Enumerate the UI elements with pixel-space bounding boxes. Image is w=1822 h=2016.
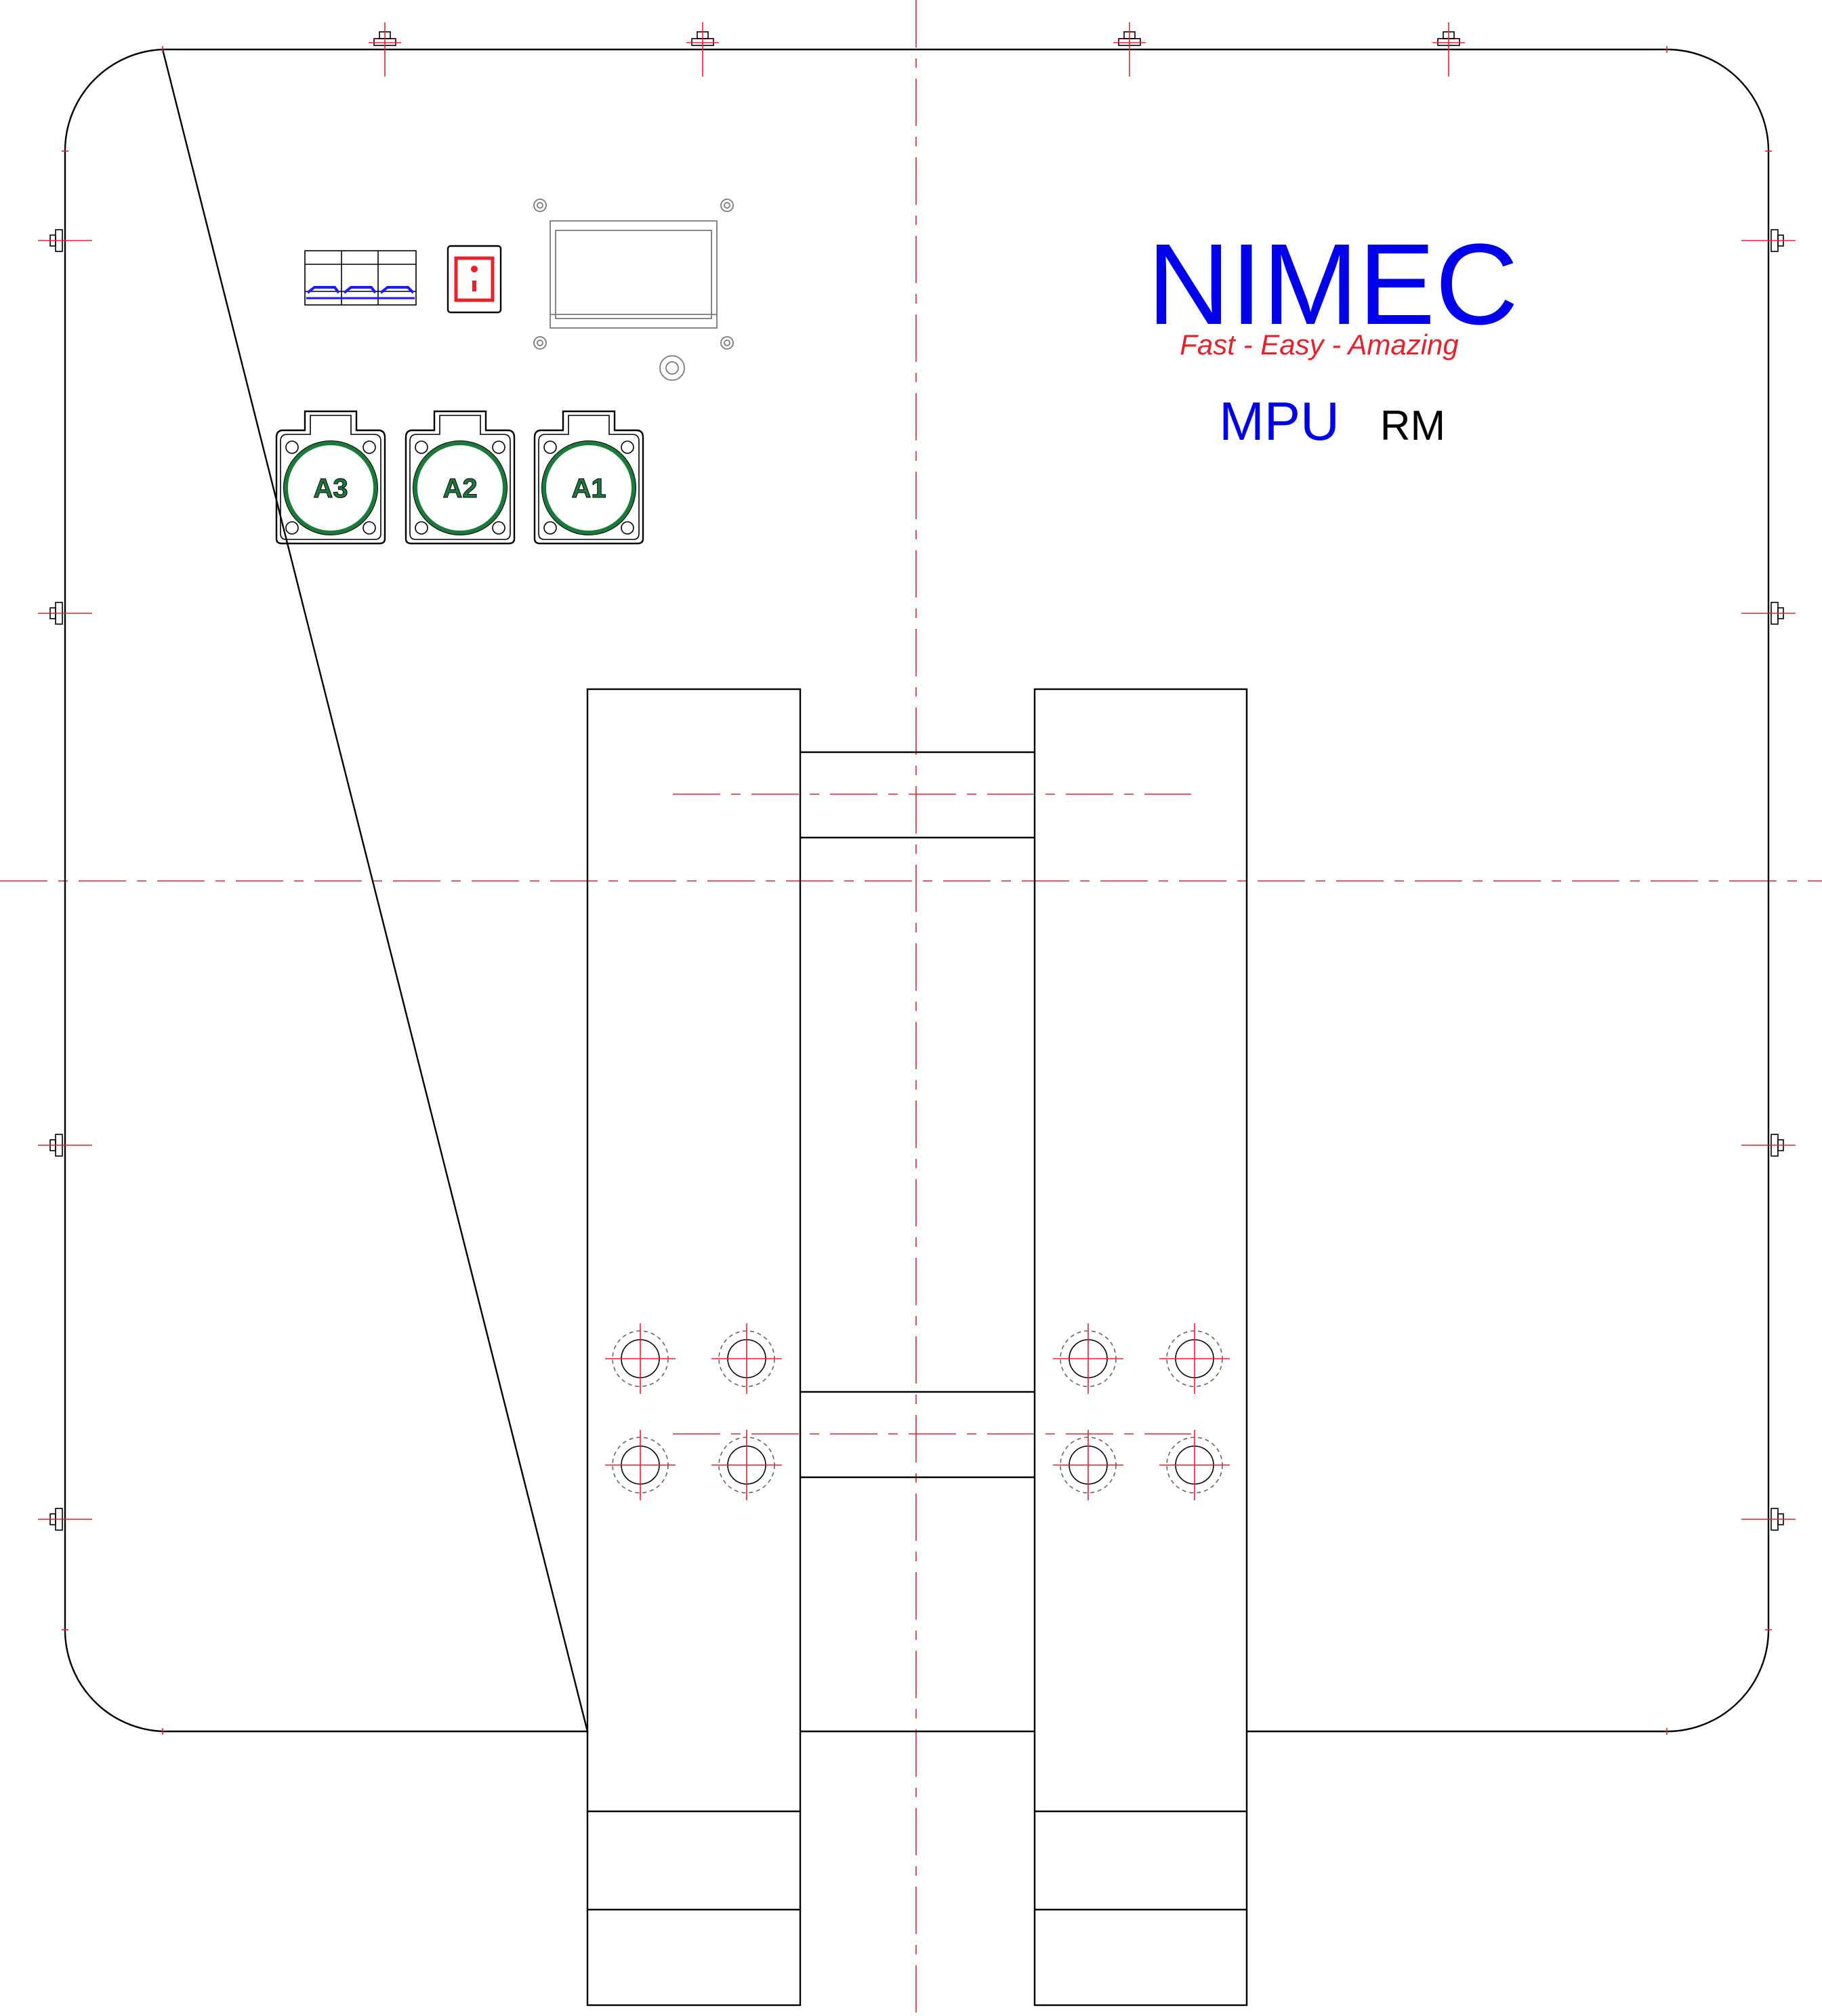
right-studs [1741, 229, 1796, 1531]
corner-ticks [62, 46, 1772, 1735]
socket-label-a3: A3 [313, 474, 348, 503]
socket-a1[interactable]: A1 [533, 410, 644, 545]
display-window [533, 199, 734, 381]
branding: NIMEC Fast - Easy - Amazing MPU RM [1147, 220, 1518, 451]
socket-label-a1: A1 [571, 474, 606, 503]
circuit-breaker [304, 250, 417, 306]
bolt-holes [605, 1323, 1230, 1500]
socket-a2[interactable]: A2 [405, 410, 516, 545]
brand-name: NIMEC [1147, 220, 1518, 349]
socket-label-a2: A2 [442, 474, 477, 503]
top-studs [369, 22, 1465, 77]
panel-outline [64, 48, 1770, 1733]
left-studs [38, 229, 92, 1531]
brand-tagline: Fast - Easy - Amazing [1180, 329, 1459, 361]
model-name: MPU [1219, 391, 1340, 451]
model-variant: RM [1380, 403, 1445, 449]
power-switch[interactable] [447, 245, 502, 314]
socket-a3[interactable]: A3 [275, 410, 386, 545]
fork-pockets [586, 688, 1248, 2007]
